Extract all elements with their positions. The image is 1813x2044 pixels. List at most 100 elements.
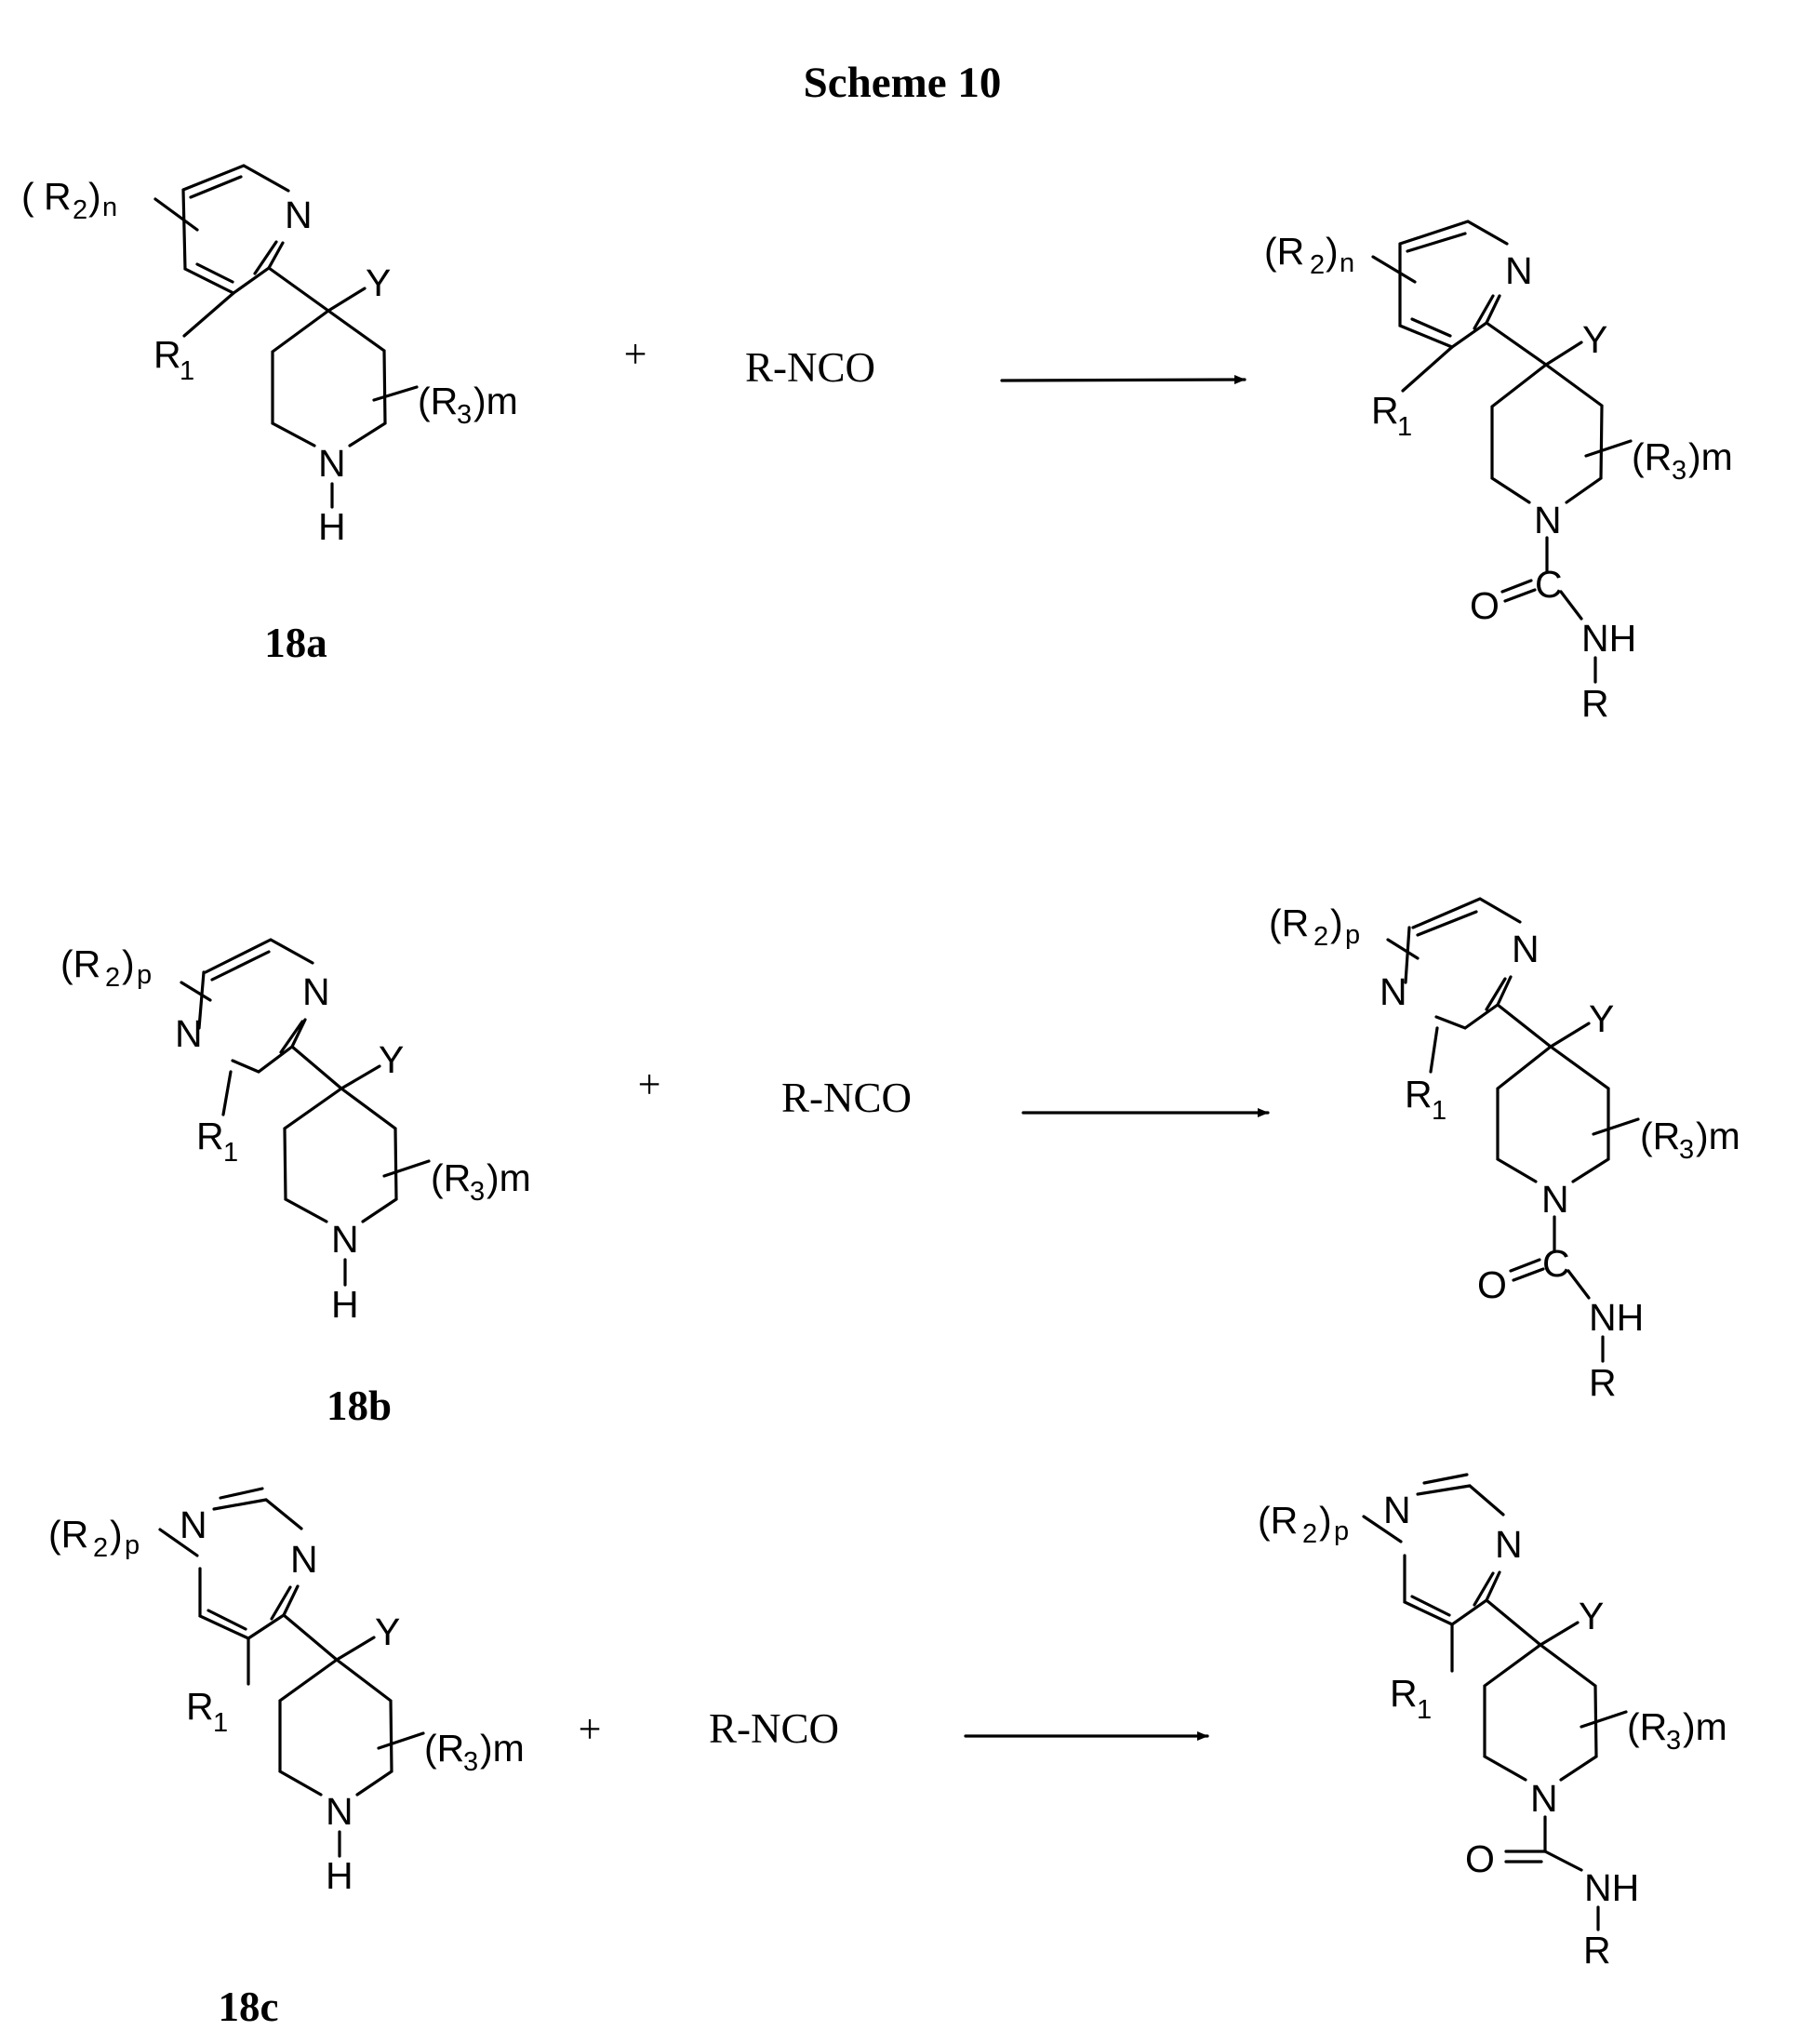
r-label: R xyxy=(1589,1361,1617,1404)
y-bond xyxy=(341,1066,380,1089)
r2-label: (R xyxy=(48,1513,88,1556)
product-2-structure: (R 2 ) p N N Y R 1 (R 3 )m N C O NH R xyxy=(1269,899,1740,1404)
pyridine-n-label: N xyxy=(1505,249,1533,292)
r2-attachment-bond xyxy=(155,199,197,230)
c-to-nh-bond xyxy=(1545,1851,1581,1870)
r3-attachment-bond xyxy=(1586,441,1631,456)
carbonyl-double-bond xyxy=(1511,1260,1543,1280)
r2-close-paren: ) xyxy=(1330,902,1343,944)
r3-subscript: 3 xyxy=(457,400,472,430)
carbonyl-c-label: C xyxy=(1542,1242,1570,1285)
r2-close-paren: ) xyxy=(1326,230,1339,273)
r3-label: (R xyxy=(418,380,458,422)
r1-label: R xyxy=(186,1685,214,1728)
y-bond xyxy=(1540,1623,1578,1645)
aryl-to-quaternary-bond xyxy=(1498,1005,1551,1047)
reagent-r-nco: R-NCO xyxy=(709,1705,839,1752)
carbonyl-double-bond xyxy=(1502,581,1535,601)
pyrazine-n2-label: N xyxy=(175,1012,203,1055)
piperidine-ring-bonds xyxy=(273,311,385,446)
r1-label: R xyxy=(1405,1073,1433,1116)
r2-close-paren: ) xyxy=(110,1513,123,1556)
r2-label: (R xyxy=(1264,230,1304,273)
reagent-r-nco: R-NCO xyxy=(745,344,875,391)
compound-18a-structure: R ( 2 ) n N Y R 1 (R 3 )m N H xyxy=(21,166,518,548)
y-label: Y xyxy=(379,1038,404,1081)
r3-index: )m xyxy=(1683,1705,1727,1748)
r2-subscript: 2 xyxy=(73,195,87,225)
r2-label: (R xyxy=(1269,902,1309,944)
aryl-to-quaternary-bond xyxy=(269,268,328,311)
nh-label: NH xyxy=(1584,1866,1639,1909)
r2-attachment-bond xyxy=(1373,257,1415,282)
pyrimidine-n1-label: N xyxy=(1383,1489,1411,1531)
carbonyl-o-label: O xyxy=(1477,1263,1507,1306)
pyridine-ring-bonds xyxy=(1400,221,1507,347)
reagent-r-nco: R-NCO xyxy=(781,1075,912,1121)
r2-index: n xyxy=(102,193,117,222)
r2-attachment-bond xyxy=(181,982,210,1000)
reaction-18a: R ( 2 ) n N Y R 1 (R 3 )m N H 18a + R-NC… xyxy=(21,166,1733,725)
piperidine-n-label: N xyxy=(331,1218,359,1261)
y-label: Y xyxy=(1579,1595,1604,1637)
r2-subscript: 2 xyxy=(105,963,120,993)
piperidine-ring-bonds xyxy=(280,1660,392,1795)
reaction-18c: (R 2 ) p N N Y R 1 (R 3 )m N H 18c + R-N… xyxy=(48,1475,1727,2030)
nh-label: NH xyxy=(1581,617,1636,660)
r3-subscript: 3 xyxy=(1672,456,1686,486)
pyrimidine-n2-label: N xyxy=(290,1538,318,1581)
reaction-18b: (R 2 ) p N N Y R 1 (R 3 )m N H 18b + R-N… xyxy=(60,899,1740,1429)
r2-open-paren: ( xyxy=(21,175,34,218)
piperidine-n-label: N xyxy=(1530,1777,1558,1820)
aryl-to-quaternary-bond xyxy=(1486,1600,1540,1645)
piperidine-ring-bonds xyxy=(1498,1047,1608,1182)
r3-subscript: 3 xyxy=(470,1177,485,1207)
y-bond xyxy=(1546,342,1581,365)
nh-label: NH xyxy=(1589,1296,1644,1339)
r3-label: (R xyxy=(1627,1705,1667,1748)
r3-label: (R xyxy=(431,1156,471,1199)
pyrazine-ring-bonds xyxy=(199,940,313,1072)
piperidine-ring-bonds xyxy=(1485,1645,1596,1780)
r3-attachment-bond xyxy=(379,1733,423,1748)
r-label: R xyxy=(1583,1929,1611,1971)
carbonyl-c-label: C xyxy=(1535,563,1563,606)
compound-label-18a: 18a xyxy=(264,620,327,666)
r3-index: )m xyxy=(480,1727,525,1770)
r2-attachment-bond xyxy=(1388,940,1418,958)
r3-subscript: 3 xyxy=(463,1747,478,1777)
scheme-title: Scheme 10 xyxy=(804,59,1002,107)
r1-label: R xyxy=(1390,1672,1418,1715)
r3-index: )m xyxy=(487,1156,531,1199)
piperidine-n-label: N xyxy=(1541,1178,1569,1221)
r-label: R xyxy=(1581,682,1609,725)
pyridine-ring-bonds xyxy=(183,166,288,293)
compound-18b-structure: (R 2 ) p N N Y R 1 (R 3 )m N H xyxy=(60,940,531,1326)
reaction-arrow xyxy=(1002,380,1245,381)
r3-label: (R xyxy=(1640,1115,1680,1157)
r3-subscript: 3 xyxy=(1666,1726,1681,1756)
c-to-nh-bond xyxy=(1568,1271,1589,1298)
r2-index: p xyxy=(137,960,152,990)
r2-label: (R xyxy=(1258,1499,1298,1542)
r2-index: p xyxy=(1334,1516,1349,1546)
pyrimidine-n1-label: N xyxy=(180,1503,207,1546)
aryl-to-quaternary-bond xyxy=(1486,323,1546,365)
compound-label-18b: 18b xyxy=(327,1383,392,1429)
r3-attachment-bond xyxy=(374,387,417,400)
r2-close-paren: ) xyxy=(1319,1499,1332,1542)
aryl-to-quaternary-bond xyxy=(292,1047,341,1089)
piperidine-h-label: H xyxy=(326,1854,353,1897)
r1-bond xyxy=(184,293,233,336)
r1-label: R xyxy=(1371,389,1399,432)
r1-bond xyxy=(223,1072,231,1115)
pyrazine-n1-label: N xyxy=(1512,928,1540,970)
compound-label-18c: 18c xyxy=(219,1984,279,2030)
product-1-structure: (R 2 ) n N Y R 1 (R 3 )m N C O NH R xyxy=(1264,221,1733,725)
r3-attachment-bond xyxy=(384,1161,429,1176)
r3-label: (R xyxy=(424,1727,464,1770)
r1-subscript: 1 xyxy=(223,1138,238,1168)
piperidine-n-label: N xyxy=(1534,499,1562,541)
r2-close-paren: ) xyxy=(122,942,135,985)
r2-subscript: 2 xyxy=(93,1533,108,1563)
